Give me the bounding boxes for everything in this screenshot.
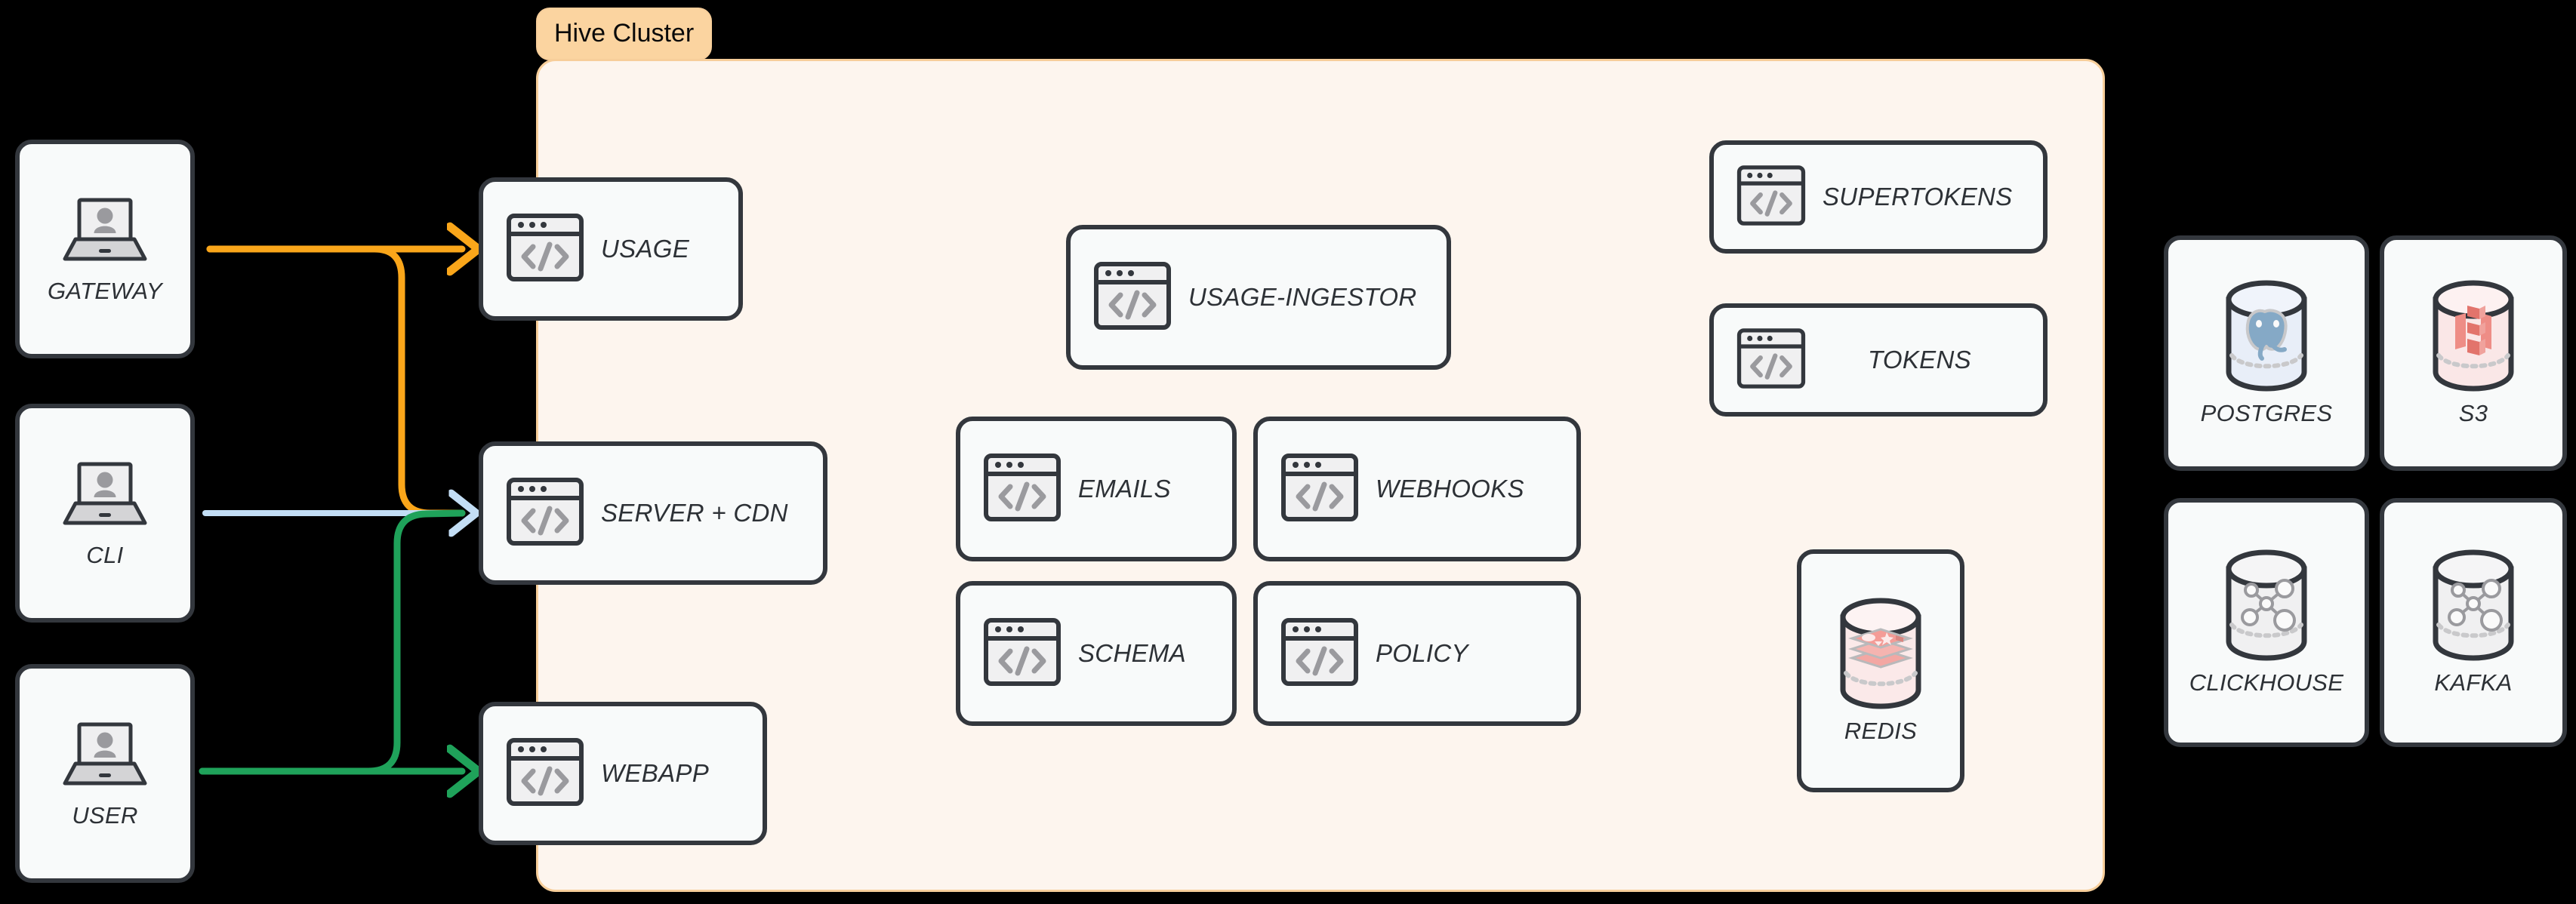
code-window-icon [506,737,584,810]
datastore-node-clickhouse[interactable]: CLICKHOUSE [2164,498,2369,747]
edge-user-to-server-cdn [199,509,466,775]
service-label: POLICY [1376,639,1468,667]
client-label: USER [72,801,138,829]
laptop-user-icon [57,458,153,537]
code-window-icon [1736,165,1806,230]
code-window-icon [983,617,1062,690]
edge-gateway-to-server-cdn [206,245,466,517]
service-node-webapp[interactable]: WEBAPP [479,702,767,845]
s3-cylinder-icon [2422,280,2525,395]
datastore-label: S3 [2458,399,2488,426]
datastore-label: POSTGRES [2200,399,2333,426]
hive-cluster-label: Hive Cluster [536,8,713,60]
service-label: TOKENS [1868,346,1971,374]
datastore-node-s3[interactable]: S3 [2380,235,2567,471]
datastore-node-kafka[interactable]: KAFKA [2380,498,2567,747]
network-cylinder-icon [2215,549,2318,665]
datastore-node-redis[interactable]: REDIS [1797,549,1964,792]
service-label: EMAILS [1078,475,1171,503]
service-node-server-cdn[interactable]: SERVER + CDN [479,441,827,585]
code-window-icon [983,453,1062,526]
datastore-label: REDIS [1844,717,1918,744]
service-node-usage[interactable]: USAGE [479,177,743,321]
service-node-schema[interactable]: SCHEMA [956,581,1237,726]
client-label: CLI [86,541,124,568]
service-label: SERVER + CDN [601,499,788,527]
datastore-label: KAFKA [2434,669,2513,696]
service-label: SCHEMA [1078,639,1186,667]
code-window-icon [1736,327,1806,393]
code-window-icon [506,477,584,550]
service-node-webhooks[interactable]: WEBHOOKS [1253,417,1581,561]
laptop-user-icon [57,194,153,273]
service-node-usage-ingestor[interactable]: USAGE-INGESTOR [1066,225,1451,370]
service-node-policy[interactable]: POLICY [1253,581,1581,726]
laptop-user-icon [57,718,153,798]
service-node-emails[interactable]: EMAILS [956,417,1237,561]
network-cylinder-icon [2422,549,2525,665]
service-label: WEBHOOKS [1376,475,1524,503]
service-label: WEBAPP [601,759,710,787]
code-window-icon [1280,617,1359,690]
redis-cylinder-icon [1829,598,1932,713]
service-node-tokens[interactable]: TOKENS [1709,303,2048,417]
client-node-user[interactable]: USER [15,664,195,883]
code-window-icon [1093,261,1172,334]
client-node-gateway[interactable]: GATEWAY [15,140,195,358]
service-label: USAGE-INGESTOR [1188,283,1417,311]
service-node-supertokens[interactable]: SUPERTOKENS [1709,140,2048,254]
service-label: SUPERTOKENS [1823,183,2013,211]
service-label: USAGE [601,235,690,263]
client-node-cli[interactable]: CLI [15,404,195,623]
postgres-cylinder-icon [2215,280,2318,395]
datastore-node-postgres[interactable]: POSTGRES [2164,235,2369,471]
code-window-icon [506,213,584,286]
client-label: GATEWAY [48,277,162,304]
code-window-icon [1280,453,1359,526]
datastore-label: CLICKHOUSE [2189,669,2344,696]
